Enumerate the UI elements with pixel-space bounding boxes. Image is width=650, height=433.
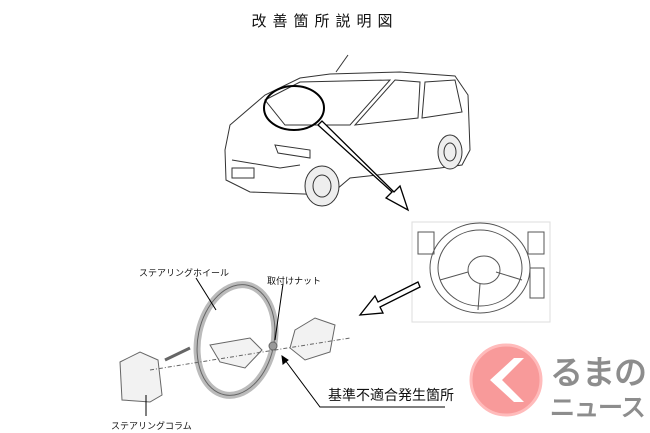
kuruma-news-logo-icon [469, 343, 543, 417]
steering-parts-illustration [119, 281, 351, 403]
arrow-to-parts [358, 281, 421, 316]
label-steering-wheel: ステアリングホイール [139, 269, 230, 279]
dashboard-illustration [411, 221, 551, 323]
label-mounting-nut: 取付けナット [267, 277, 322, 287]
highlight-circle [263, 85, 325, 131]
label-steering-column: ステアリングコラム [111, 422, 192, 432]
leader-lines [145, 277, 445, 416]
car-illustration [224, 54, 471, 207]
page-title: 改善箇所説明図 [251, 12, 399, 30]
logo-text-bottom: ニュース [550, 393, 646, 422]
label-defect-location: 基準不適合発生箇所 [328, 388, 454, 404]
arrow-to-dashboard [317, 120, 410, 212]
logo-text-top: るまの [550, 353, 647, 392]
